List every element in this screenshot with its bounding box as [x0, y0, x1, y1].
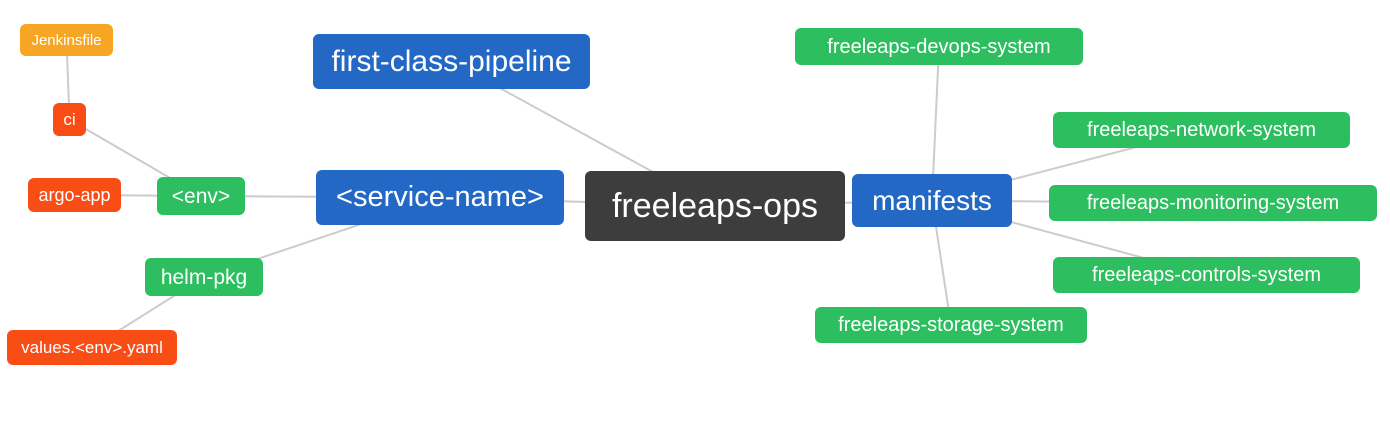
node-env[interactable]: <env> — [157, 177, 245, 215]
node-values-env-yaml[interactable]: values.<env>.yaml — [7, 330, 177, 365]
node-first-class-pipeline[interactable]: first-class-pipeline — [313, 34, 590, 89]
node-freeleaps-controls-system[interactable]: freeleaps-controls-system — [1053, 257, 1360, 293]
node-freeleaps-network-system[interactable]: freeleaps-network-system — [1053, 112, 1350, 148]
node-freeleaps-ops[interactable]: freeleaps-ops — [585, 171, 845, 241]
node-jenkinsfile[interactable]: Jenkinsfile — [20, 24, 113, 56]
node-helm-pkg[interactable]: helm-pkg — [145, 258, 263, 296]
node-ci[interactable]: ci — [53, 103, 86, 136]
node-freeleaps-devops-system[interactable]: freeleaps-devops-system — [795, 28, 1083, 65]
node-argo-app[interactable]: argo-app — [28, 178, 121, 212]
node-service-name[interactable]: <service-name> — [316, 170, 564, 225]
node-manifests[interactable]: manifests — [852, 174, 1012, 227]
node-freeleaps-monitoring-system[interactable]: freeleaps-monitoring-system — [1049, 185, 1377, 221]
node-freeleaps-storage-system[interactable]: freeleaps-storage-system — [815, 307, 1087, 343]
